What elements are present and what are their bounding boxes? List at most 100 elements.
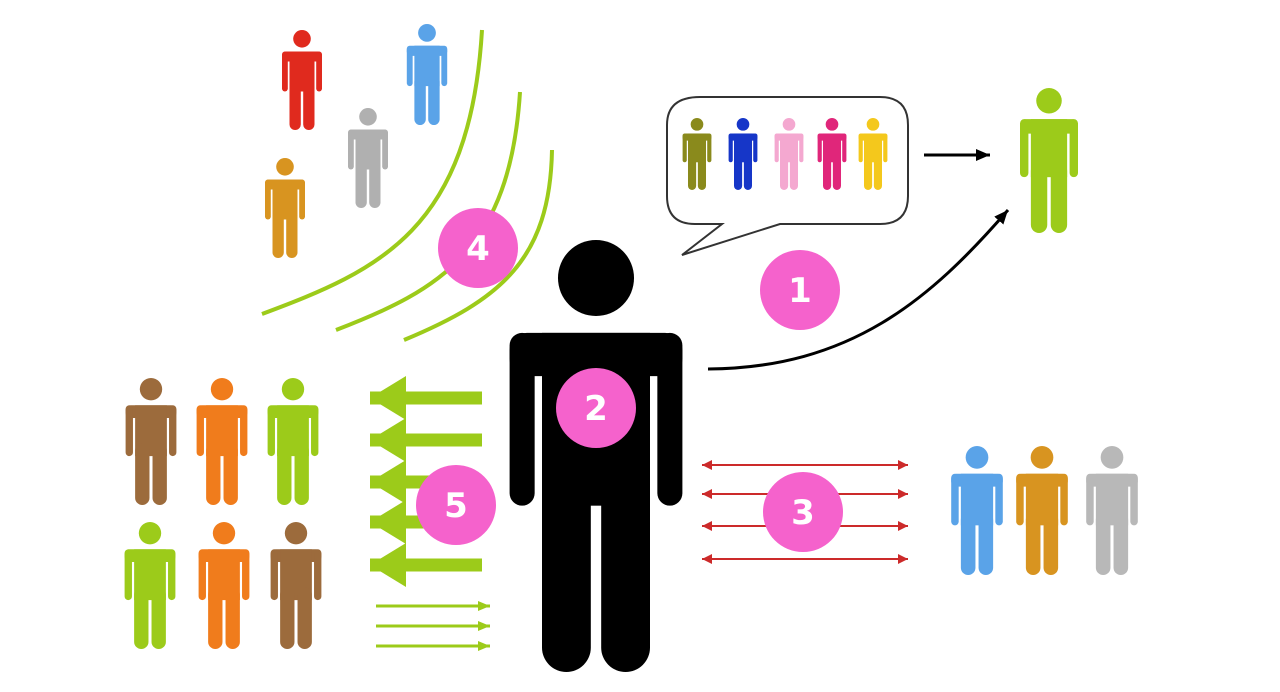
person-arm: [169, 405, 177, 457]
person-arm: [314, 549, 322, 601]
person-arm: [1086, 473, 1094, 526]
badge-number: 2: [584, 389, 608, 429]
person-head: [1030, 446, 1054, 469]
person-arm: [270, 549, 278, 601]
person-head: [276, 158, 294, 176]
person-leg: [294, 443, 309, 505]
bubble-person: [682, 118, 712, 190]
person-arm: [1060, 473, 1068, 526]
person-head: [284, 522, 308, 545]
person-leg: [1113, 512, 1129, 575]
person-head: [138, 522, 162, 545]
person-arm: [1016, 473, 1024, 526]
person-blue: [406, 24, 448, 125]
person-leg: [743, 155, 752, 190]
person-arm: [799, 133, 804, 163]
center-person: [509, 240, 683, 672]
person-leg: [152, 443, 167, 505]
group-person: [124, 522, 176, 649]
badge-number: 5: [444, 486, 468, 526]
person-arm: [842, 133, 847, 163]
badge-4: 4: [438, 208, 518, 288]
person-arm: [240, 405, 248, 457]
group-person: [267, 378, 319, 505]
person-arm: [707, 133, 712, 163]
person-leg: [864, 155, 873, 190]
person-head: [293, 30, 311, 48]
person-torso: [780, 133, 798, 163]
person-head: [690, 118, 704, 131]
person-head: [736, 118, 750, 131]
group-person: [198, 522, 250, 649]
person-arm: [995, 473, 1003, 526]
person-head: [782, 118, 796, 131]
person-arm: [1069, 119, 1078, 178]
person-arm: [817, 133, 822, 163]
person-leg: [1095, 512, 1111, 575]
person-leg: [414, 76, 426, 125]
person-leg: [135, 443, 150, 505]
person-arm: [125, 405, 133, 457]
person-head: [965, 446, 989, 469]
person-arm: [168, 549, 176, 601]
person-arm: [774, 133, 779, 163]
bubble-person: [858, 118, 888, 190]
person-arm: [282, 51, 288, 92]
person-leg: [289, 81, 301, 130]
person-leg: [277, 443, 292, 505]
person-arm: [951, 473, 959, 526]
person-arm: [753, 133, 758, 163]
person-leg: [1050, 162, 1068, 233]
badge-circle: [438, 208, 518, 288]
peer-person: [1086, 446, 1138, 575]
person-arm: [883, 133, 888, 163]
badge-number: 3: [791, 493, 815, 533]
person-torso: [864, 133, 882, 163]
person-leg: [542, 462, 591, 672]
person-leg: [225, 587, 240, 649]
person-head: [1100, 446, 1124, 469]
person-leg: [286, 209, 298, 258]
person-gray: [348, 108, 388, 208]
person-head: [359, 108, 377, 126]
person-head: [210, 378, 234, 401]
person-arm: [1130, 473, 1138, 526]
person-leg: [303, 81, 315, 130]
person-arm: [382, 129, 388, 170]
person-head: [557, 240, 635, 317]
person-leg: [978, 512, 994, 575]
person-leg: [789, 155, 798, 190]
person-arm: [267, 405, 275, 457]
person-head: [825, 118, 839, 131]
person-leg: [601, 462, 650, 672]
curved-arrow-to-target: [707, 209, 1010, 371]
person-leg: [780, 155, 789, 190]
person-head: [139, 378, 163, 401]
person-arm: [1020, 119, 1029, 178]
bubble-person: [774, 118, 804, 190]
bubble-person: [728, 118, 758, 190]
badge-number: 4: [466, 229, 490, 269]
person-leg: [734, 155, 743, 190]
person-leg: [1030, 162, 1048, 233]
badge-5: 5: [416, 465, 496, 545]
person-arm: [406, 45, 413, 87]
person-torso: [688, 133, 706, 163]
person-orange: [265, 158, 305, 258]
person-arm: [682, 133, 687, 163]
person-leg: [823, 155, 832, 190]
person-leg: [697, 155, 706, 190]
person-arm: [858, 133, 863, 163]
person-leg: [873, 155, 882, 190]
person-arm: [509, 332, 535, 506]
target-person: [1020, 88, 1078, 233]
badge-3: 3: [763, 472, 843, 552]
person-leg: [272, 209, 284, 258]
person-head: [418, 24, 436, 42]
person-arm: [242, 549, 250, 601]
person-leg: [369, 159, 381, 208]
person-leg: [355, 159, 367, 208]
